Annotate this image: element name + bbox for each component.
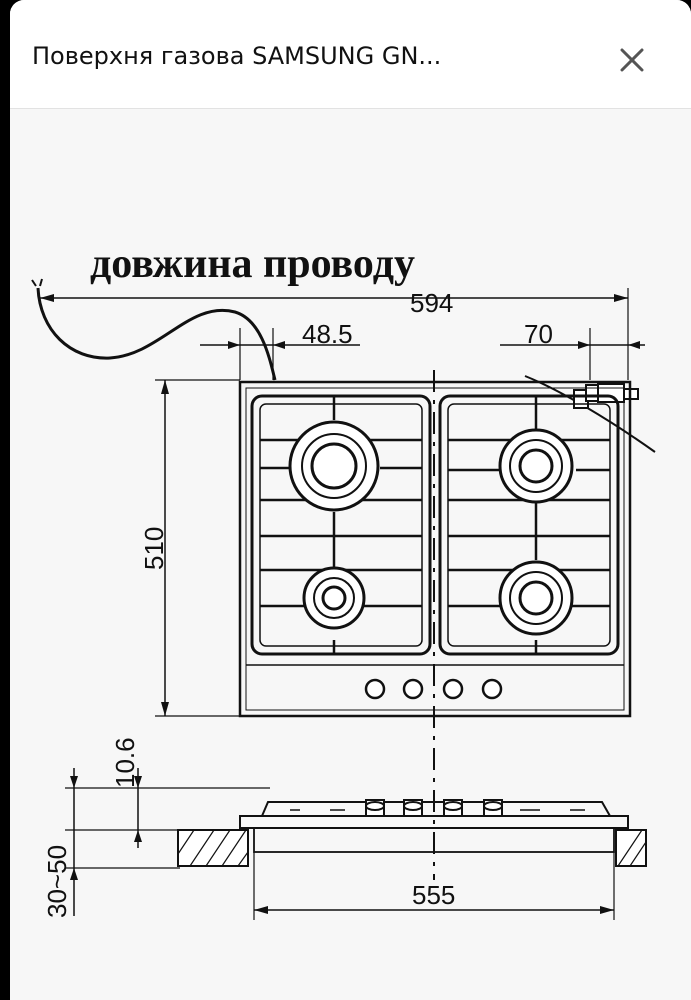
close-icon[interactable] <box>608 36 656 84</box>
dimension-70: 70 <box>500 319 645 380</box>
dimension-48-5: 48.5 <box>200 319 360 380</box>
dimension-label: 70 <box>524 319 553 349</box>
dimension-label: 555 <box>412 880 455 910</box>
dimension-510: 510 <box>139 379 240 717</box>
hob-side-view <box>239 799 629 853</box>
page-title: Поверхня газова SAMSUNG GN... <box>32 42 442 70</box>
close-button[interactable] <box>608 36 656 84</box>
dimension-label: 30~50 <box>42 845 72 918</box>
dimension-594: 594 <box>40 288 629 380</box>
drawing-caption: довжина проводу <box>90 241 415 287</box>
dimension-label: 510 <box>139 527 169 570</box>
image-viewer: довжина проводу 594 48.5 <box>10 109 691 1000</box>
burner-medium-2 <box>498 560 574 636</box>
control-knobs <box>364 678 503 700</box>
countertop <box>177 829 647 867</box>
power-cable <box>36 287 277 381</box>
burner-large <box>288 420 380 512</box>
dimension-555: 555 <box>253 852 615 920</box>
hob-dimension-drawing: довжина проводу 594 48.5 <box>31 241 656 920</box>
burner-small <box>302 566 366 630</box>
burner-medium <box>498 428 574 504</box>
dimension-label: 48.5 <box>302 319 353 349</box>
dimension-label: 10.6 <box>110 737 140 788</box>
modal-sheet: Поверхня газова SAMSUNG GN... довжина пр… <box>10 0 691 1000</box>
modal-header: Поверхня газова SAMSUNG GN... <box>10 0 691 109</box>
dimension-10-6: 10.6 <box>65 737 270 848</box>
dimension-label: 594 <box>410 288 453 318</box>
dimension-30-50: 30~50 <box>42 768 180 918</box>
